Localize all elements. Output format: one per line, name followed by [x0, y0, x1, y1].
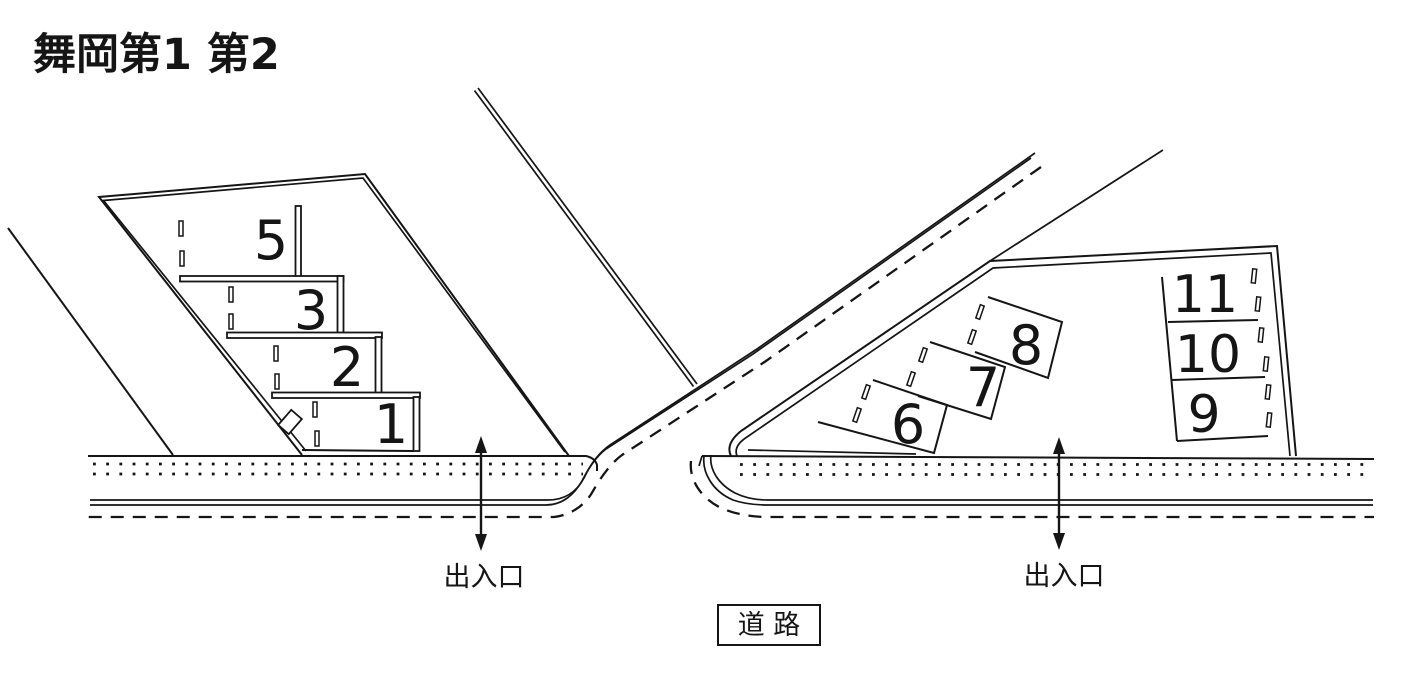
page-title: 舞岡第1 第2 — [33, 30, 280, 80]
entrance-right: 出入口 — [1024, 437, 1105, 592]
lot-right-stack-ticks — [1250, 268, 1273, 428]
lot-right-boundary-inner — [735, 252, 1291, 457]
right-corner-curve — [702, 454, 1373, 506]
road-label-frame — [717, 604, 821, 646]
diagonal-road-edge — [90, 152, 1036, 506]
stall-number-2: 2 — [330, 336, 364, 399]
stall-number-9: 9 — [1187, 385, 1220, 445]
left-property-line — [7, 227, 174, 456]
stall-number-10: 10 — [1175, 325, 1241, 385]
lot-left-boundary-outer — [97, 172, 570, 457]
stall-number-1: 1 — [374, 393, 408, 456]
right-road-dashed — [689, 460, 1374, 519]
entrance-right-arrowhead-up — [1053, 437, 1065, 454]
stall-number-6: 6 — [891, 393, 925, 456]
lot-right: 6 7 8 9 10 11 — [728, 149, 1297, 457]
entrance-left-arrowhead-up — [475, 436, 487, 453]
entrance-left-arrowhead-down — [475, 534, 487, 551]
lot-right-angled-walls — [817, 296, 1064, 455]
entrance-right-arrowhead-down — [1053, 533, 1065, 550]
entrance-left: 出入口 — [444, 436, 525, 593]
lot-left-walls — [179, 205, 421, 452]
stall-number-5: 5 — [254, 209, 288, 272]
entrance-left-label: 出入口 — [444, 562, 525, 593]
upper-road-edge — [473, 87, 698, 388]
right-frontage-end-tick — [698, 455, 703, 467]
gate-hut-marker — [276, 408, 304, 436]
road-centerline-dashed — [88, 166, 1042, 519]
lot-left: 5 3 2 1 — [97, 172, 570, 457]
right-frontage-edge — [701, 455, 1375, 460]
lot-left-boundary-inner — [101, 177, 566, 453]
stall-number-7: 7 — [966, 356, 1000, 419]
stall-number-8: 8 — [1009, 314, 1043, 377]
stall-number-3: 3 — [294, 279, 328, 342]
lot-right-boundary-outer — [728, 244, 1297, 457]
right-property-line — [989, 149, 1164, 262]
road-label: 道 路 — [738, 610, 801, 641]
lot-right-angled-ticks — [851, 303, 986, 424]
road-label-box: 道 路 — [717, 604, 821, 646]
entrance-right-label: 出入口 — [1024, 561, 1105, 592]
lot-left-stall-ticks — [178, 220, 320, 447]
roads — [7, 87, 1375, 519]
lot-right-stack-walls — [1161, 276, 1269, 442]
left-frontage-edge — [88, 455, 598, 471]
frontage-strip-line — [747, 449, 917, 455]
stall-number-11: 11 — [1172, 265, 1238, 325]
